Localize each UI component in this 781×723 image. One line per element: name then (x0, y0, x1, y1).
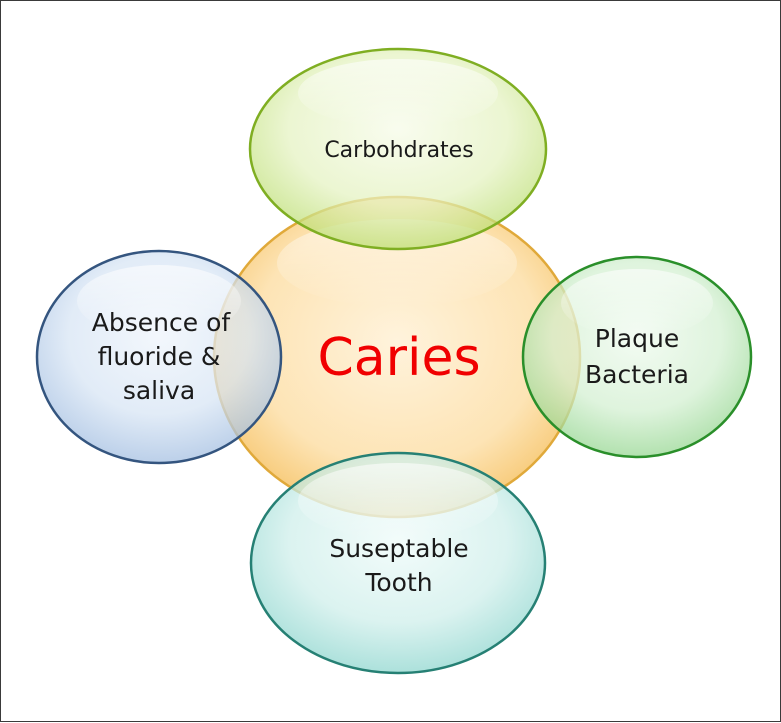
factor-label-right-line2: Bacteria (585, 360, 689, 389)
factor-circle-bottom (249, 451, 547, 675)
factor-circle-top (248, 47, 548, 251)
factor-label-left-line2: fluoride & (98, 342, 221, 371)
factor-label-top: Carbohdrates (324, 138, 473, 163)
factor-label-left-line3: saliva (123, 376, 195, 405)
factor-label-bottom-line2: Tooth (364, 568, 432, 597)
factor-label-right-line1: Plaque (595, 324, 679, 353)
factor-circle-right (521, 255, 753, 459)
center-label: Caries (317, 328, 480, 388)
factor-label-left-line1: Absence of (92, 308, 232, 337)
factor-label-bottom-line1: Suseptable (329, 534, 468, 563)
factor-circle-left (35, 249, 283, 465)
